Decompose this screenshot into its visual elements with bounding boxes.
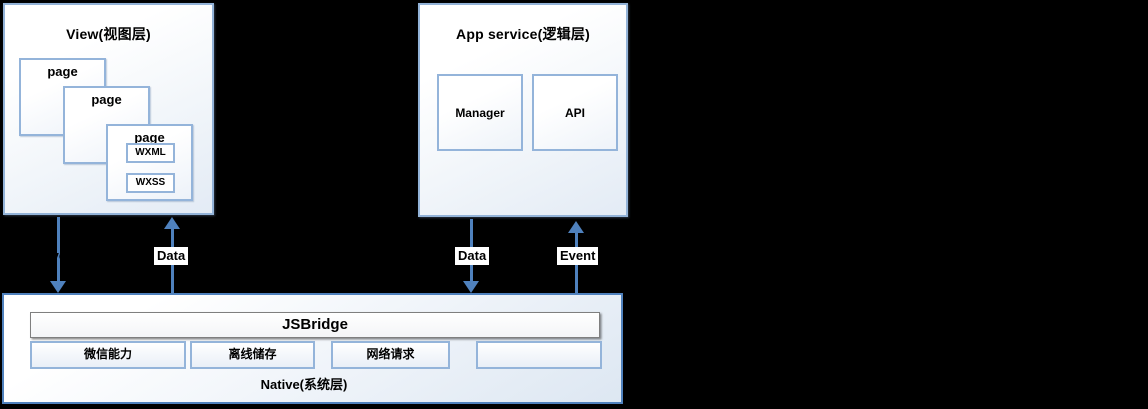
jsbridge-bar: JSBridge bbox=[30, 312, 600, 338]
native-layer-title: Native(系统层) bbox=[260, 377, 348, 392]
page-box-3: page WXML WXSS bbox=[106, 124, 193, 201]
wxml-box: WXML bbox=[126, 143, 175, 163]
view-layer-title: View(视图层) bbox=[66, 26, 151, 42]
capability-offline-storage: 离线储存 bbox=[190, 341, 315, 369]
page-label: page bbox=[47, 64, 78, 79]
app-service-layer-title: App service(逻辑层) bbox=[456, 26, 590, 42]
native-layer-box: JSBridge 微信能力 离线储存 网络请求 Native(系统层) bbox=[2, 293, 623, 404]
arrowhead-up-icon bbox=[568, 221, 584, 233]
api-box: API bbox=[532, 74, 618, 151]
connector-label-data: Data bbox=[455, 247, 490, 265]
page-label: page bbox=[134, 130, 165, 145]
manager-box: Manager bbox=[437, 74, 523, 151]
arrowhead-down-icon bbox=[50, 281, 66, 293]
capability-wechat: 微信能力 bbox=[30, 341, 186, 369]
connector-label-event: Event bbox=[43, 248, 79, 263]
arrowhead-down-icon bbox=[463, 281, 479, 293]
connector-label-event: Event bbox=[557, 247, 599, 265]
capability-empty bbox=[476, 341, 602, 369]
connector-label-data: Data bbox=[154, 247, 189, 265]
app-service-layer-box: App service(逻辑层) Manager API bbox=[418, 3, 628, 217]
connector-view-to-native bbox=[57, 217, 60, 283]
wxss-box: WXSS bbox=[126, 173, 175, 193]
view-layer-box: View(视图层) page page page WXML WXSS bbox=[3, 3, 214, 215]
page-label: page bbox=[91, 92, 122, 107]
arrowhead-up-icon bbox=[164, 217, 180, 229]
capability-network-request: 网络请求 bbox=[331, 341, 450, 369]
